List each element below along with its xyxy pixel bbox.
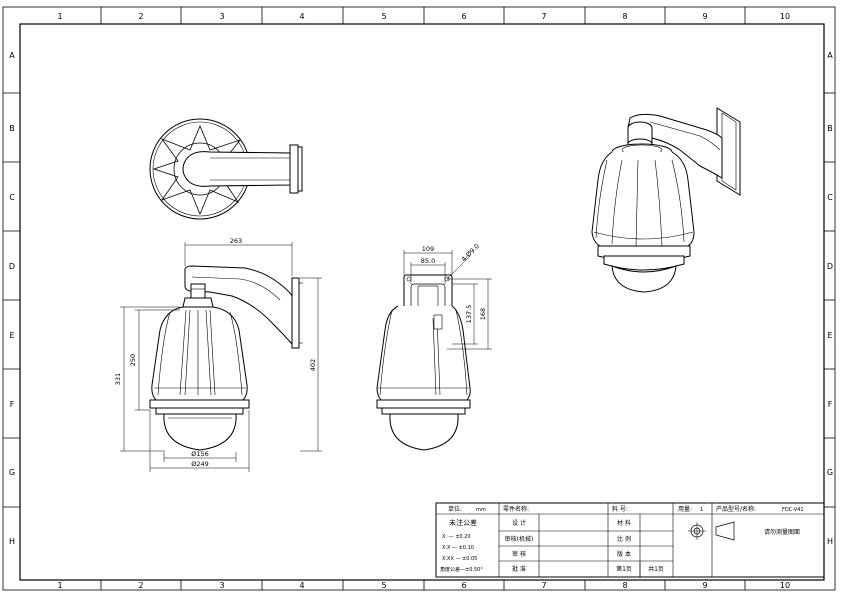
col-label-7: 7 [541,12,546,21]
part-name-label: 零件名称: [503,505,529,513]
unit-value: mm [476,507,486,513]
row-label-E: E [9,331,14,340]
version-label: 版 本 [617,550,631,558]
col-label-2: 2 [138,12,143,21]
row-label-right-E: E [827,331,832,340]
dim-168: 168 [479,308,487,320]
col-label-bottom-4: 4 [299,581,304,590]
col-label-8: 8 [622,12,627,21]
inner-frame [19,23,825,581]
dim-250: 250 [129,354,137,366]
page-label: 第1页 [616,565,632,573]
title-block-text: 单位: mm 零件名称: 料 号: 用量: 1 产品型号/名称: FDC-V41… [440,505,804,573]
side-dimensions [403,250,492,350]
col-label-bottom-1: 1 [57,581,62,590]
col-label-5: 5 [381,12,386,21]
dim-hole: 4-Ø9.0 [460,242,481,263]
row-label-D: D [9,262,15,271]
dim-263: 263 [230,237,242,245]
col-label-bottom-6: 6 [461,581,466,590]
row-label-F: F [10,400,15,409]
review-label: 审核(机械) [505,535,534,543]
row-label-right-C: C [827,193,833,202]
approve-label: 批 准 [512,565,526,573]
usage-label: 用量: [678,506,692,513]
material-no-label: 料 号: [612,505,628,513]
front-dim-labels: 263 402 331 250 Ø156 Ø249 [114,237,317,468]
check-label: 审 核 [512,550,526,558]
row-label-right-G: G [827,468,833,477]
outer-frame [2,6,836,591]
row-label-G: G [9,468,15,477]
dim-109: 109 [422,245,434,253]
tolerance-title: 未注公差 [449,518,477,527]
col-label-bottom-9: 9 [702,581,707,590]
row-label-right-A: A [827,51,833,60]
dim-402: 402 [309,359,317,371]
dim-137: 137.5 [465,305,473,324]
product-label: 产品型号/名称: [716,505,756,513]
row-label-H: H [9,537,15,546]
top-view [149,118,303,220]
dim-dome-dia: Ø156 [191,450,209,458]
tolerance-1: X. — ±0.20 [442,534,471,540]
material-label: 材 料 [617,519,631,527]
col-label-4: 4 [299,12,304,21]
dim-body-dia: Ø249 [191,460,209,468]
usage-value: 1 [700,507,703,513]
row-label-right-B: B [827,124,833,133]
col-label-3: 3 [219,12,224,21]
row-label-C: C [9,193,15,202]
row-label-B: B [9,124,15,133]
tolerance-3: X.XX — ±0.05 [442,556,477,562]
drawing-note: 请勿测量图面 [764,528,800,536]
scale-label: 比 例 [617,535,631,543]
col-label-10: 10 [780,12,790,21]
isometric-view [591,107,741,293]
title-block [435,502,825,578]
row-label-right-D: D [827,262,833,271]
col-label-bottom-2: 2 [138,581,143,590]
unit-label: 单位: [448,505,462,513]
col-label-1: 1 [57,12,62,21]
front-view [149,265,303,451]
tolerance-angle: 角度公差—±0.50° [440,566,483,573]
row-label-right-F: F [828,400,833,409]
col-label-bottom-8: 8 [622,581,627,590]
col-label-bottom-10: 10 [780,581,790,590]
front-dimensions [120,242,322,472]
row-label-right-H: H [827,537,833,546]
total-pages-label: 共1页 [648,565,664,573]
column-dividers [3,7,835,590]
col-label-bottom-7: 7 [541,581,546,590]
dim-85: 85.0 [421,257,435,265]
side-view [376,274,471,451]
design-label: 设 计 [512,519,526,527]
tolerance-2: X.X — ±0.10 [442,545,474,551]
col-label-bottom-3: 3 [219,581,224,590]
row-label-A: A [9,51,15,60]
col-label-6: 6 [461,12,466,21]
col-label-9: 9 [702,12,707,21]
col-label-bottom-5: 5 [381,581,386,590]
dim-331: 331 [114,373,122,385]
product-value: FDC-V41 [782,507,804,513]
